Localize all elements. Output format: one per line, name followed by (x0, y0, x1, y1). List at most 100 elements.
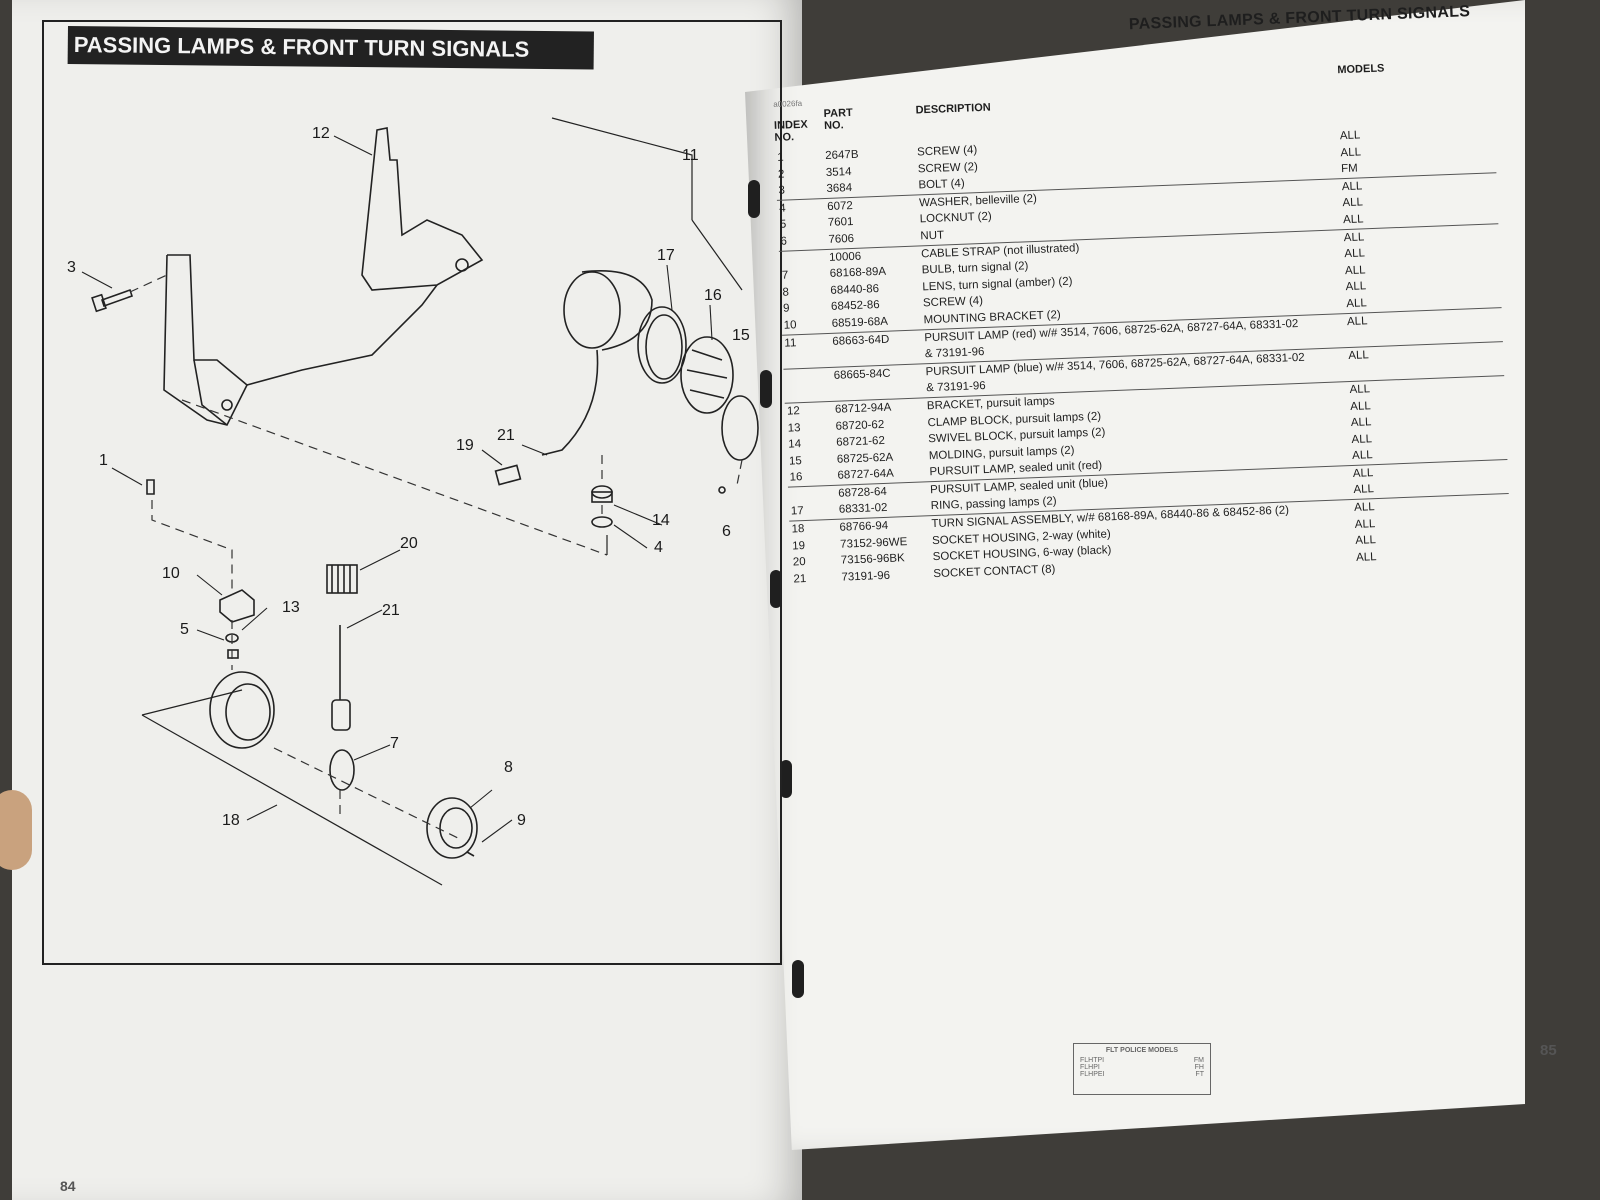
callout-21-b: 21 (382, 602, 400, 619)
right-page-title: PASSING LAMPS & FRONT TURN SIGNALS (1128, 3, 1471, 34)
binding-hole (770, 570, 782, 608)
models-cell: ALL (1354, 517, 1376, 531)
callout-16: 16 (704, 287, 722, 304)
callout-17: 17 (657, 247, 675, 264)
sealed-lamp-unit (680, 336, 734, 414)
index-cell: 10 (783, 319, 797, 332)
models-cell: ALL (1346, 314, 1368, 328)
legend-model: FLHPI (1080, 1064, 1100, 1071)
callout-6: 6 (722, 523, 731, 540)
index-cell: 4 (779, 202, 786, 215)
bracket-arm (167, 254, 438, 386)
index-cell (786, 385, 816, 386)
models-cell: ALL (1349, 383, 1371, 396)
models-cell: ALL (1344, 247, 1366, 261)
index-cell: 14 (788, 438, 802, 451)
index-cell: 5 (779, 218, 787, 232)
models-cell: ALL (1346, 297, 1368, 311)
models-legend-row: FLHPEI FT (1080, 1071, 1204, 1078)
models-cell: ALL (1341, 180, 1363, 193)
callout-13: 13 (282, 599, 300, 616)
index-cell (781, 250, 811, 251)
part-number-cell: 68727-64A (837, 467, 895, 483)
binding-hole (780, 760, 792, 798)
passing-lamp-ring (637, 306, 687, 384)
callout-21: 21 (497, 427, 515, 444)
index-cell: 18 (791, 523, 805, 536)
models-cell: ALL (1350, 399, 1371, 413)
models-cell: ALL (1353, 483, 1375, 497)
index-cell (790, 486, 820, 487)
right-page (745, 0, 1525, 1150)
callout-8: 8 (504, 759, 513, 776)
legend-code: FM (1193, 1057, 1204, 1064)
index-cell: 19 (791, 539, 806, 553)
column-header-index: INDEX NO. (773, 118, 808, 144)
column-header-models: MODELS (1337, 62, 1385, 77)
index-cell: 8 (782, 286, 790, 299)
models-cell: ALL (1339, 129, 1361, 143)
index-cell: 9 (782, 302, 790, 316)
screw-part (146, 479, 155, 495)
part-number-cell: 73191-96 (841, 569, 891, 584)
legend-model: FLHPEI (1080, 1071, 1105, 1078)
index-cell: 17 (790, 505, 804, 519)
legend-model: FLHTPI (1080, 1057, 1105, 1064)
models-cell: ALL (1342, 213, 1364, 227)
turn-signal-housing (209, 671, 275, 749)
washer-part (591, 516, 613, 528)
part-number-cell: 7606 (828, 232, 855, 246)
binding-hole (748, 180, 760, 218)
callout-15: 15 (732, 327, 750, 344)
callout-9: 9 (517, 812, 526, 829)
index-cell (785, 351, 815, 352)
socket-housing-20 (326, 564, 358, 594)
thumb (0, 790, 32, 870)
turn-signal-lens (426, 797, 478, 859)
index-cell: 1 (777, 151, 784, 164)
index-cell: 2 (777, 168, 785, 181)
callout-3: 3 (67, 259, 76, 276)
models-cell: ALL (1355, 550, 1377, 564)
callout-20: 20 (400, 535, 418, 552)
part-number-cell: 68519-68A (831, 315, 889, 330)
binding-hole (760, 370, 772, 408)
models-cell: ALL (1343, 230, 1365, 244)
index-cell: 21 (793, 572, 807, 586)
models-cell: ALL (1353, 501, 1375, 514)
right-page-number: 85 (1540, 1042, 1557, 1059)
diagram-frame (42, 20, 782, 965)
index-cell: 11 (784, 336, 797, 350)
models-cell: ALL (1352, 467, 1374, 480)
binding-hole (792, 960, 804, 998)
index-cell: 7 (781, 269, 789, 282)
pursuit-lamp-housing (563, 271, 621, 349)
models-legend-box: FLT POLICE MODELS FLHTPI FM FLHPI FH FLH… (1073, 1043, 1211, 1095)
bulb-socket (331, 699, 351, 731)
models-legend-title: FLT POLICE MODELS (1105, 1047, 1179, 1054)
bulb-part (329, 749, 355, 791)
index-cell: 20 (792, 556, 806, 569)
parts-list: PASSING LAMPS & FRONT TURN SIGNALS a0026… (770, 0, 1512, 600)
models-cell: ALL (1351, 432, 1373, 446)
callout-12: 12 (312, 125, 330, 142)
models-cell: ALL (1340, 146, 1362, 159)
left-page (0, 0, 802, 1200)
legend-code: FT (1195, 1071, 1204, 1078)
bolt-part (100, 288, 134, 308)
figure-id: a0026fa (773, 98, 803, 109)
models-legend-row: FLHPI FH (1080, 1064, 1204, 1071)
models-legend-row: FLHTPI FM (1080, 1057, 1204, 1064)
callout-19: 19 (456, 437, 474, 454)
callout-1: 1 (99, 452, 108, 469)
index-cell: 13 (787, 421, 801, 435)
molding-part (721, 395, 759, 461)
bracket-part (361, 127, 484, 291)
index-cell (785, 368, 815, 369)
part-number-cell: 3684 (826, 182, 853, 196)
models-cell: ALL (1345, 280, 1367, 294)
models-cell: ALL (1355, 534, 1377, 548)
left-page-number: 84 (60, 1178, 76, 1194)
index-cell: 6 (780, 235, 788, 248)
